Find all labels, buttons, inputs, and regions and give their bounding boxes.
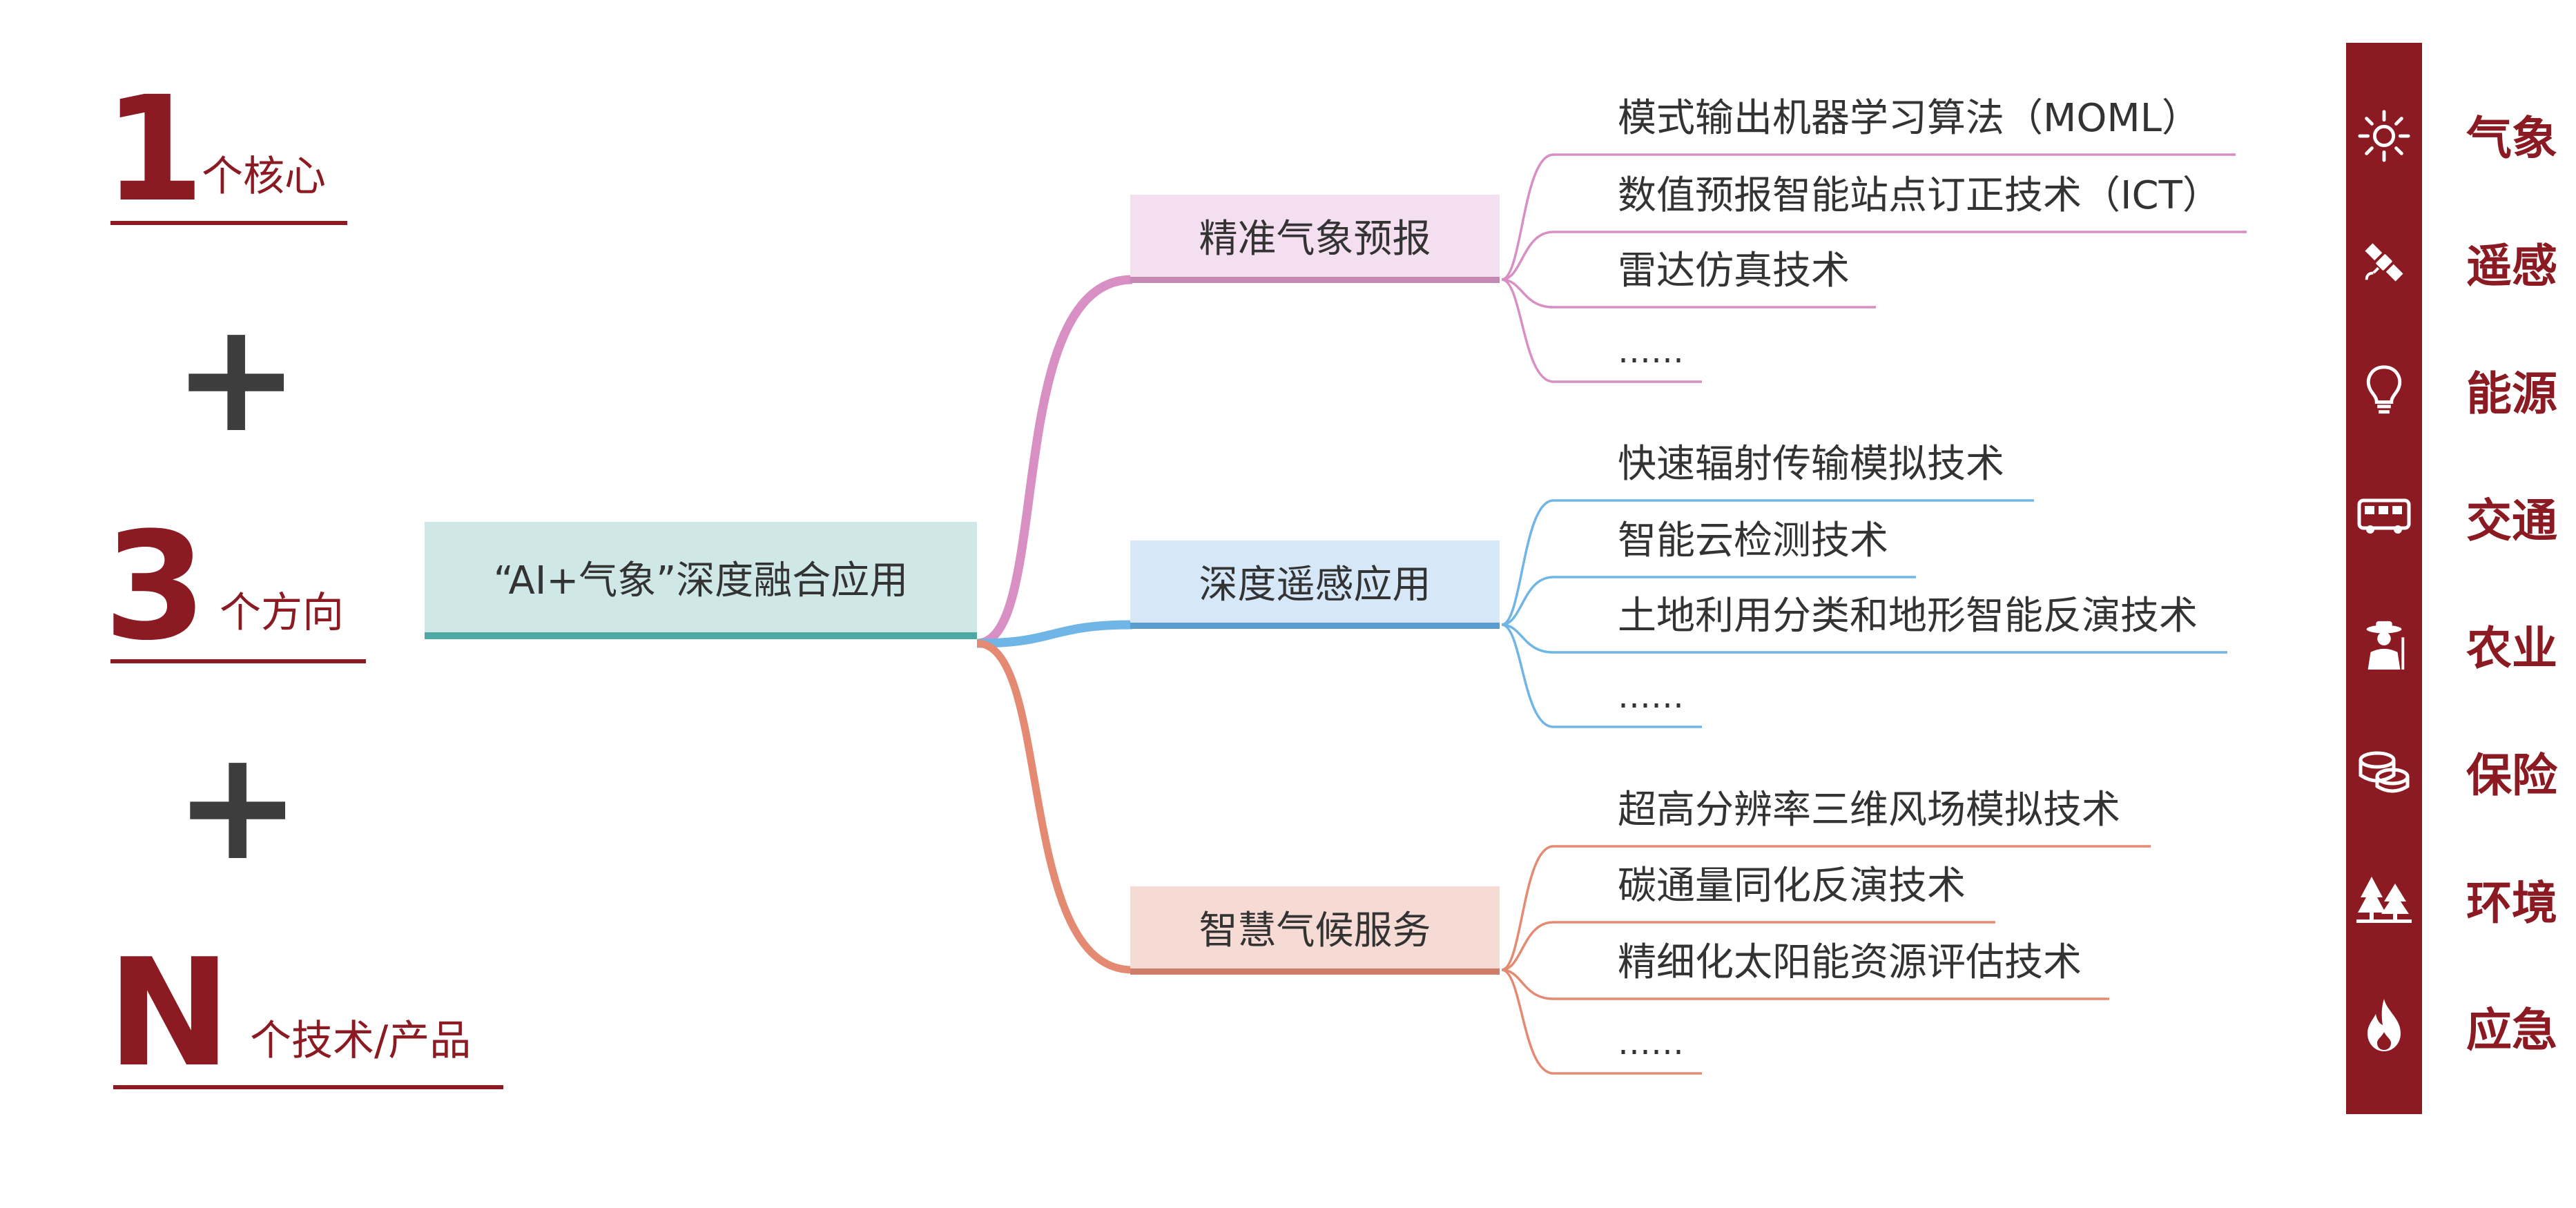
core-number: 1 [104,65,205,234]
branch-climate-service: 智慧气候服务 [1130,886,1500,975]
farmer-icon [2356,616,2412,672]
branch-forecast: 精准气象预报 [1130,195,1500,283]
lightbulb-icon [2356,362,2412,418]
core-underline [110,221,347,225]
core-label: 个核心 [202,153,326,201]
leaf-forecast-more: …… [1618,332,1684,371]
sidebar-label-emergency: 应急 [2466,1004,2557,1057]
directions-number: 3 [104,500,207,673]
sidebar-label-remote-sensing: 遥感 [2466,240,2557,293]
sidebar-label-agriculture: 农业 [2466,622,2557,675]
leaf-climate-more: …… [1618,1024,1684,1062]
sidebar-bar [2346,43,2422,1114]
forecast-leaf-lines [1501,153,2247,383]
bus-icon [2356,488,2412,543]
plus-sign-1: + [173,289,300,466]
sidebar-label-transport: 交通 [2466,494,2557,547]
satellite-icon [2356,235,2412,290]
products-number: N [107,926,231,1100]
leaf-carbon-flux: 碳通量同化反演技术 [1618,864,1966,908]
plus-sign-2: + [174,717,302,894]
connector-root-remote [976,620,1133,648]
sun-icon [2356,108,2412,164]
connector-root-forecast [976,275,1133,648]
leaf-land-use: 土地利用分类和地形智能反演技术 [1618,594,2198,639]
branch-remote-sensing: 深度遥感应用 [1130,540,1500,629]
leaf-moml: 模式输出机器学习算法（MOML） [1618,96,2200,141]
leaf-wind-field: 超高分辨率三维风场模拟技术 [1618,788,2120,832]
leaf-radar: 雷达仿真技术 [1618,249,1850,293]
leaf-solar: 精细化太阳能资源评估技术 [1618,940,2082,985]
sidebar-label-insurance: 保险 [2466,749,2557,802]
directions-underline [110,659,366,663]
root-node: “AI+气象”深度融合应用 [425,522,977,639]
leaf-cloud-detection: 智能云检测技术 [1618,518,1888,563]
sidebar-label-weather: 气象 [2466,112,2557,165]
climate-leaf-lines [1501,845,2151,1075]
fire-icon [2356,997,2412,1053]
remote-leaf-lines [1501,499,2227,728]
products-label: 个技术/产品 [250,1017,472,1065]
leaf-ict: 数值预报智能站点订正技术（ICT） [1618,173,2221,218]
trees-icon [2356,871,2412,926]
directions-label: 个方向 [220,589,344,637]
sidebar-label-energy: 能源 [2466,367,2557,420]
connector-root-climate [976,639,1133,974]
leaf-radiative-transfer: 快速辐射传输模拟技术 [1618,442,2004,487]
leaf-remote-more: …… [1618,677,1684,716]
coins-icon [2356,744,2412,799]
products-underline [113,1085,503,1089]
sidebar-label-environment: 环境 [2466,877,2557,930]
